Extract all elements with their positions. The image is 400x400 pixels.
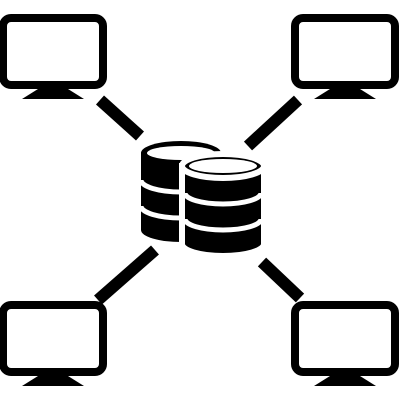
monitor-icon — [291, 14, 399, 99]
connector-top-right — [243, 95, 303, 151]
database-cluster-icon — [138, 141, 267, 259]
connections — [94, 95, 305, 305]
monitor-icon — [0, 301, 107, 386]
connector-bottom-right — [257, 257, 305, 303]
database-icon — [179, 151, 267, 259]
monitor-icon — [291, 301, 399, 386]
connector-bottom-left — [94, 245, 159, 305]
connector-top-left — [95, 95, 145, 141]
monitor-icon — [0, 14, 107, 99]
